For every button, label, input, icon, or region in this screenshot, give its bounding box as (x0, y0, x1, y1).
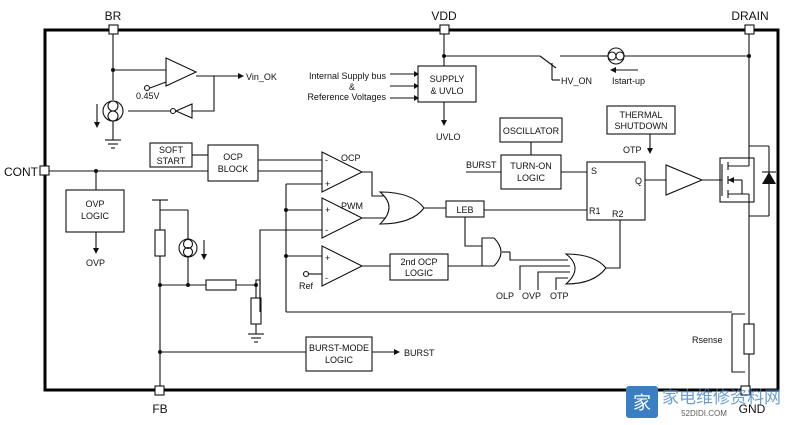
thermal-shutdown-block (606, 105, 676, 135)
svg-text:Q: Q (635, 176, 642, 186)
pin-cont-square (39, 165, 50, 176)
watermark-url: 52DIDI.COM (681, 409, 727, 418)
rsense-label: Rsense (692, 335, 723, 345)
pin-cont-label: CONT (4, 165, 39, 179)
pin-drain-label: DRAIN (731, 9, 768, 23)
or-gate-protection (564, 253, 607, 285)
pin-fb-label: FB (152, 402, 167, 416)
svg-text:BLOCK: BLOCK (218, 164, 249, 174)
oscillator-block (499, 117, 563, 143)
supply-uvlo-block (417, 65, 477, 103)
svg-text:S: S (591, 166, 597, 176)
second-ocp-comparator (321, 245, 364, 287)
watermark-text: 家电维修资料网 (662, 388, 781, 408)
burst-mode-logic-block (305, 336, 373, 372)
otp-out-label: OTP (623, 145, 642, 155)
svg-text:2nd OCP: 2nd OCP (400, 257, 437, 267)
svg-text:START: START (157, 156, 186, 166)
comparators: - + OCP + - PWM + - Ref (259, 151, 732, 313)
mosfet-outline (719, 157, 755, 203)
br-comparator (165, 57, 198, 87)
svg-text:LOGIC: LOGIC (81, 211, 110, 221)
pwm-label: PWM (341, 201, 363, 211)
svg-text:OVP: OVP (85, 199, 104, 209)
svg-text:+: + (325, 253, 330, 263)
olp-label: OLP (496, 291, 514, 301)
pin-br-label: BR (105, 9, 122, 23)
rsense-resistor (743, 323, 755, 355)
pin-drain-square (744, 24, 755, 35)
pin-vdd-square (439, 24, 450, 35)
ovp-logic-block (65, 189, 125, 233)
pin-fb-square (154, 385, 165, 396)
svg-text:& UVLO: & UVLO (430, 86, 463, 96)
ocp-label: OCP (341, 153, 361, 163)
pwm-comparator (321, 197, 364, 239)
svg-text:THERMAL: THERMAL (619, 110, 662, 120)
svg-text:SHUTDOWN: SHUTDOWN (615, 121, 668, 131)
uvlo-label: UVLO (436, 132, 461, 142)
fb-series-resistor (205, 279, 237, 291)
svg-text:TURN-ON: TURN-ON (510, 161, 552, 171)
ovp-out-label: OVP (86, 258, 105, 268)
svg-text:LEB: LEB (456, 205, 473, 215)
br-comparator-section: Vin_OK 0.45V (94, 34, 277, 149)
svg-text:+: + (325, 205, 330, 215)
and-gate (481, 237, 502, 267)
internal-supply-label: Internal Supply bus (309, 71, 387, 81)
hysteresis-buffer (174, 103, 193, 119)
svg-text:&: & (349, 82, 355, 92)
svg-text:+: + (325, 179, 330, 189)
turn-on-logic-block (500, 154, 562, 190)
svg-text:LOGIC: LOGIC (517, 173, 546, 183)
fb-section: BURST-MODE LOGIC BURST (152, 199, 435, 386)
pin-vdd-label: VDD (431, 9, 457, 23)
or-gate-pwm (378, 191, 425, 225)
svg-text:R1: R1 (589, 206, 601, 216)
cont-section: OVP LOGIC OVP SOFT START OCP BLOCK (49, 142, 330, 268)
svg-text:LOGIC: LOGIC (405, 268, 434, 278)
burst-in-label: BURST (466, 160, 497, 170)
logic-section: LEB OSCILLATOR TURN-ON LOGIC BURST S Q R… (362, 117, 666, 301)
hv-on-label: HV_ON (561, 76, 592, 86)
svg-text:OSCILLATOR: OSCILLATOR (503, 126, 560, 136)
svg-text:LOGIC: LOGIC (325, 355, 354, 365)
pin-gnd-label: GND (739, 402, 766, 416)
chip-boundary (43, 28, 780, 392)
watermark: 家 家电维修资料网 52DIDI.COM (626, 386, 781, 418)
gate-driver (665, 164, 704, 196)
otp-gate-label: OTP (550, 291, 569, 301)
sr-latch (586, 161, 646, 221)
svg-text:-: - (325, 225, 328, 235)
ref-label: Ref (299, 281, 314, 291)
ref-voltages-label: Reference Voltages (307, 92, 386, 102)
second-ocp-logic-block (389, 253, 449, 281)
pin-gnd-square (740, 385, 751, 396)
ocp-comparator (321, 151, 364, 193)
svg-text:家: 家 (633, 393, 651, 414)
supply-section: SUPPLY & UVLO UVLO Internal Supply bus &… (307, 34, 749, 142)
watermark-logo-icon (626, 386, 658, 418)
ocp-block (207, 144, 259, 182)
soft-start-block (149, 142, 193, 168)
svg-text:-: - (325, 155, 328, 165)
pin-br-square (108, 24, 119, 35)
istart-up-label: Istart-up (612, 76, 645, 86)
vin-ok-label: Vin_OK (246, 72, 277, 82)
svg-text:SOFT: SOFT (159, 145, 184, 155)
burst-out-label: BURST (404, 348, 435, 358)
svg-text:BURST-MODE: BURST-MODE (309, 343, 369, 353)
ovp-in-label: OVP (522, 291, 541, 301)
svg-text:OCP: OCP (223, 152, 243, 162)
power-stage: THERMAL SHUTDOWN OTP Rsense (606, 34, 776, 386)
v045-label: 0.45V (136, 91, 160, 101)
fb-pullup-resistor (154, 229, 166, 257)
svg-text:R2: R2 (612, 209, 624, 219)
svg-text:SUPPLY: SUPPLY (430, 74, 465, 84)
svg-text:-: - (325, 273, 328, 283)
body-diode (762, 172, 776, 184)
